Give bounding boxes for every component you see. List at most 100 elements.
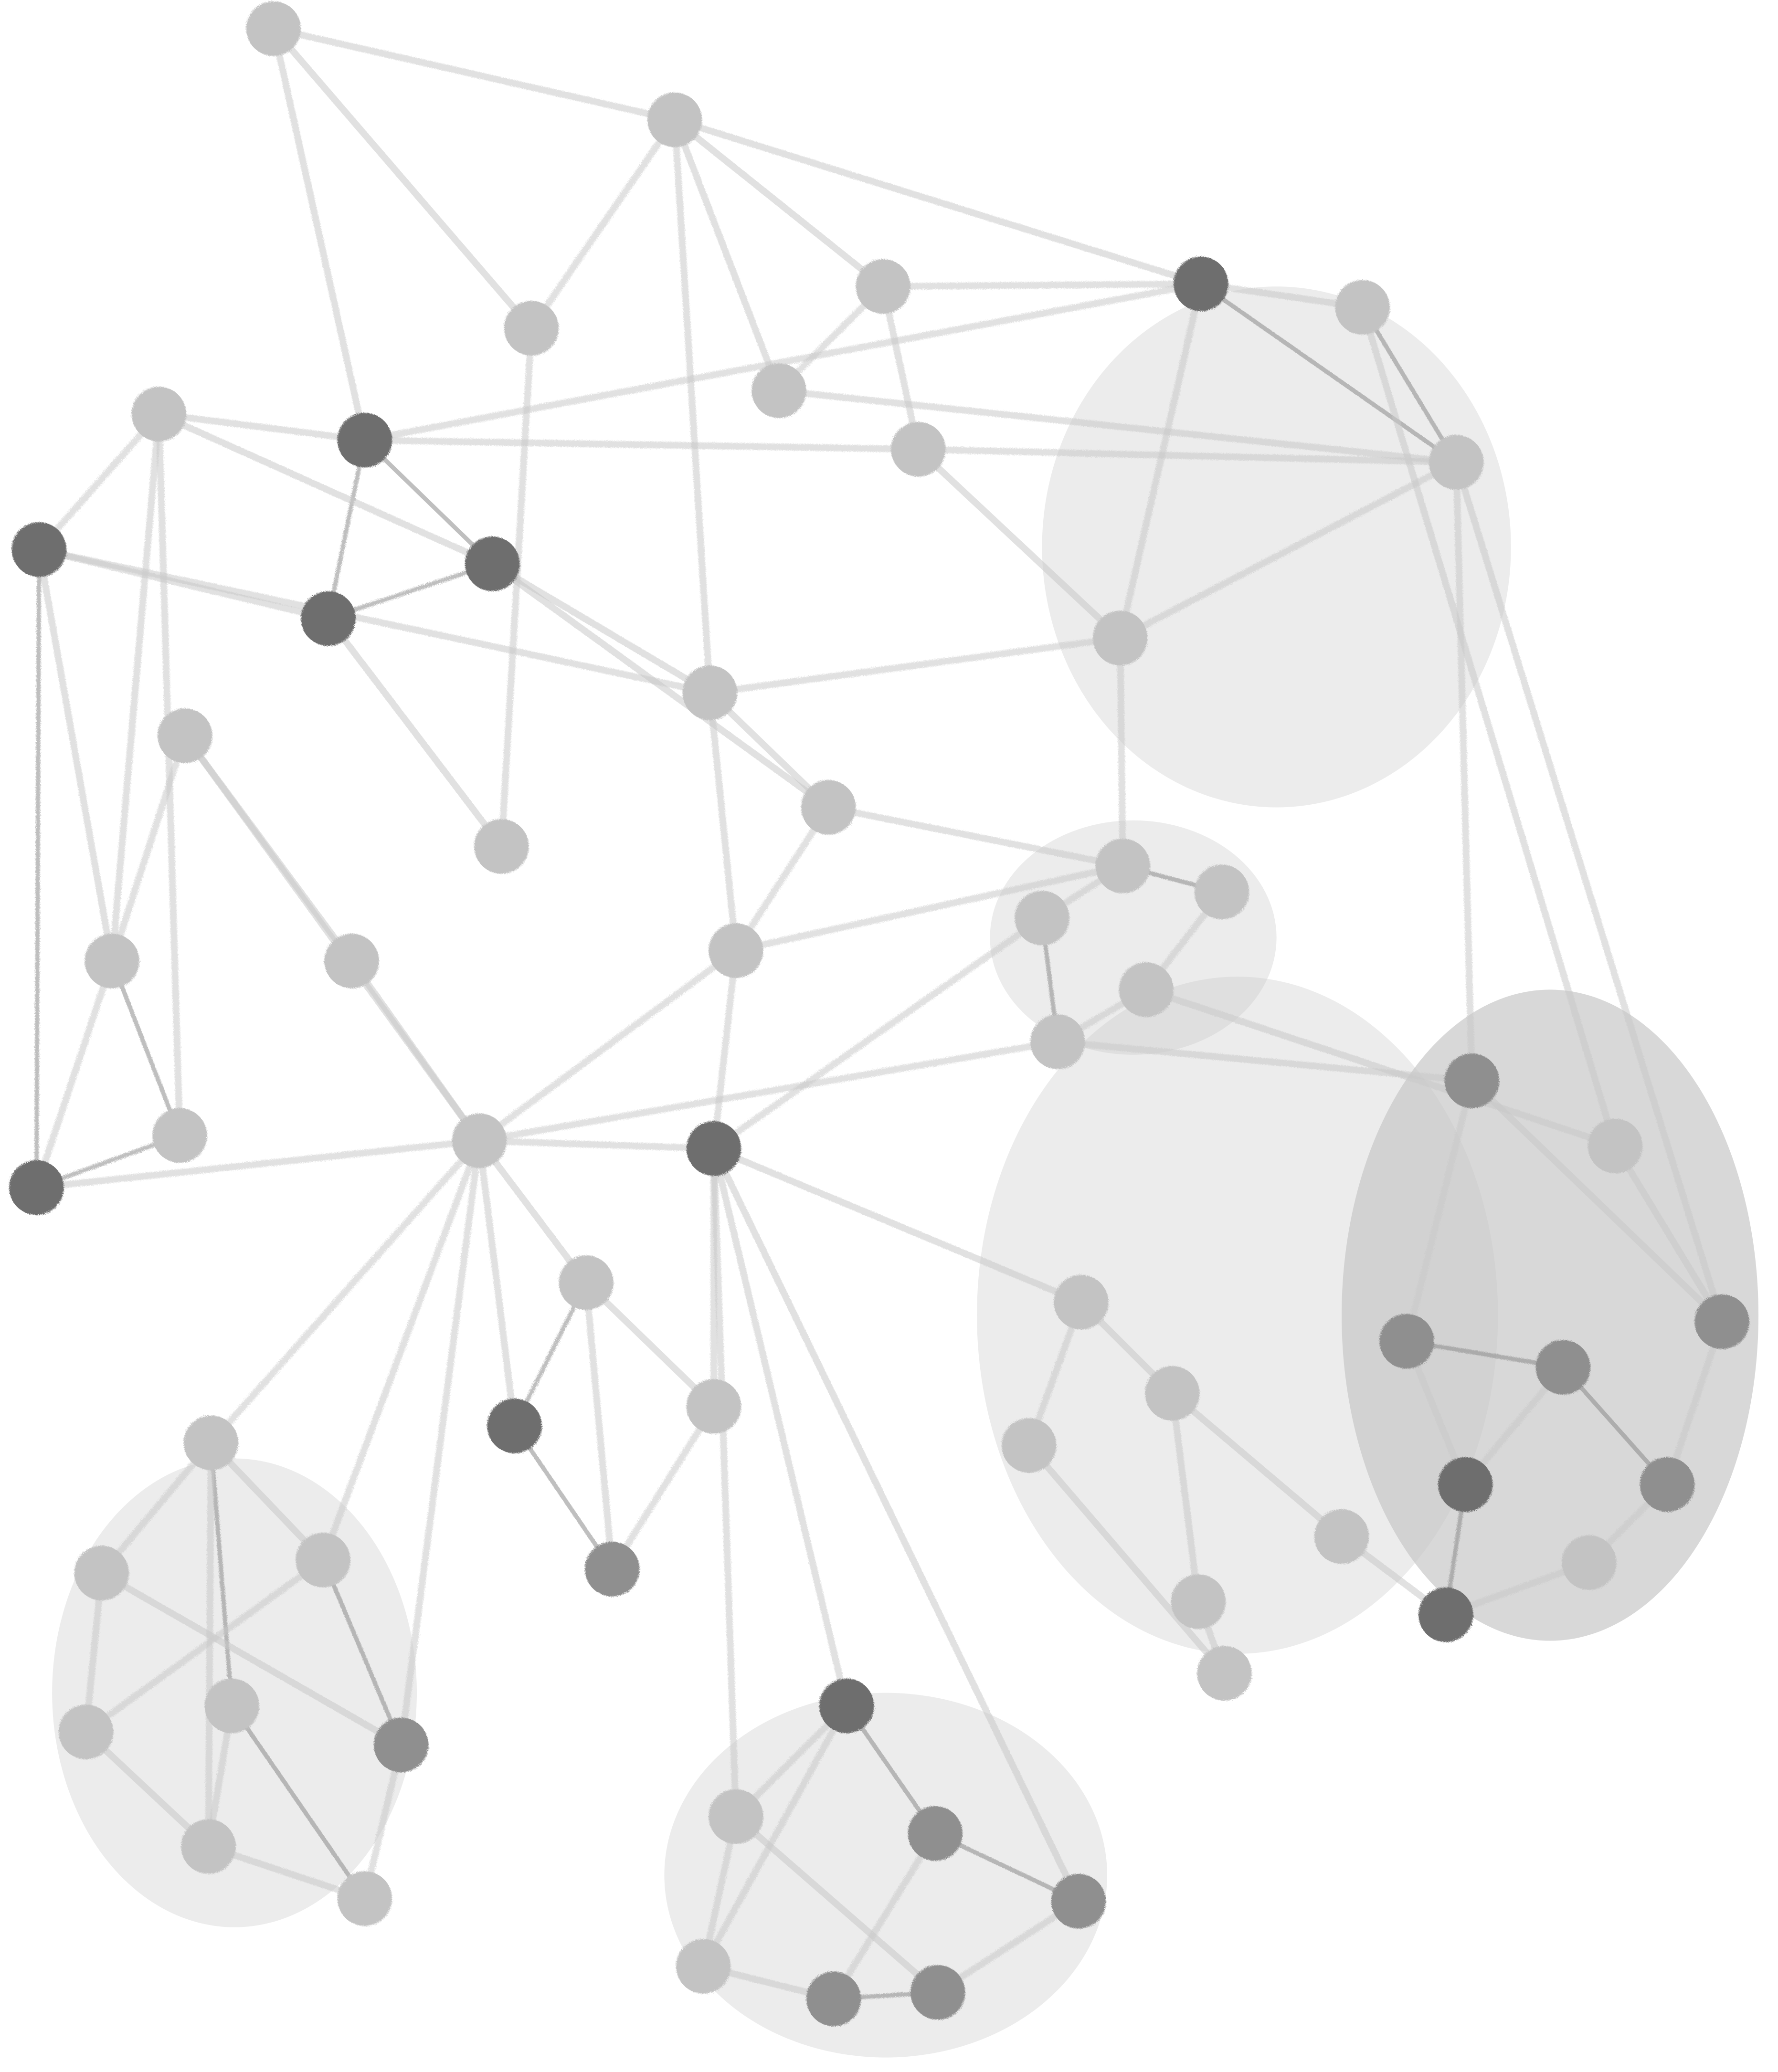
graph-edge-j-k: [155, 410, 368, 444]
graph-edge-v-w: [476, 947, 740, 1144]
graph-edge-aa-ad: [582, 1279, 616, 1573]
graph-node-af: [296, 1533, 350, 1588]
graph-edge-h-s: [915, 446, 1124, 642]
graph-node-m: [465, 536, 520, 591]
graph-edge-aa-ac: [582, 1279, 718, 1410]
graph-node-am: [819, 1678, 874, 1734]
graph-node-bj: [1001, 1418, 1057, 1473]
graph-edge-m-o: [489, 560, 713, 696]
graph-node-f: [1335, 280, 1390, 335]
graph-edge-k-e: [361, 280, 1205, 444]
graph-node-ah: [204, 1678, 259, 1734]
graph-node-bh: [1054, 1274, 1109, 1330]
graph-edge-l-o: [35, 546, 713, 696]
graph-node-ac: [686, 1379, 741, 1434]
graph-edge-bj-bl: [1026, 1442, 1228, 1677]
graph-edge-c-r: [498, 325, 535, 850]
graph-edge-w-aa: [476, 1137, 590, 1286]
graph-edge-k-m: [362, 438, 495, 566]
graph-edge-ab-ad: [512, 1423, 614, 1571]
graph-node-a: [246, 1, 301, 56]
node-layer: [9, 1, 1749, 2027]
graph-edge-x-bh: [710, 1145, 1085, 1306]
graph-edge-as-ap: [934, 1898, 1082, 1996]
graph-node-ab: [487, 1399, 542, 1453]
graph-node-bg: [1562, 1535, 1617, 1590]
graph-edge-ah-al: [230, 1704, 367, 1901]
graph-node-bc: [1535, 1340, 1591, 1395]
graph-edge-b-d: [671, 116, 887, 290]
graph-edge-bi-bm: [1169, 1390, 1345, 1540]
graph-node-q: [801, 780, 856, 835]
graph-edge-b-i: [671, 116, 783, 394]
graph-node-bf: [1418, 1587, 1473, 1642]
graph-node-ba: [1379, 1314, 1434, 1369]
graph-node-r: [474, 819, 529, 874]
graph-node-al: [337, 1871, 392, 1926]
graph-node-i: [751, 363, 806, 418]
graph-edge-b-o: [671, 116, 713, 696]
graph-edge-s-at: [1117, 634, 1126, 870]
graph-edge-w-ae: [207, 1137, 483, 1446]
graph-node-s: [1092, 610, 1148, 666]
graph-edge-d-h: [879, 283, 922, 453]
graph-edge-af-ai: [83, 1557, 327, 1735]
graph-edge-k-h: [361, 437, 922, 453]
graph-edge-f-g: [1360, 305, 1459, 465]
graph-edge-w-aj: [398, 1137, 483, 1748]
graph-node-aw: [1119, 962, 1174, 1017]
graph-edge-ae-ag: [98, 1439, 214, 1577]
graph-edge-g-ay: [1453, 459, 1475, 1084]
graph-node-aq: [676, 1939, 731, 1994]
graph-node-at: [1095, 838, 1151, 894]
graph-node-d: [856, 259, 911, 314]
graph-node-aa: [559, 1255, 614, 1310]
graph-node-bm: [1314, 1509, 1369, 1564]
graph-edge-k-n: [326, 438, 367, 621]
graph-node-ad: [584, 1542, 640, 1597]
graph-node-bl: [1197, 1646, 1252, 1701]
graph-edge-ag-aj: [98, 1569, 405, 1748]
graph-edge-w-ax: [476, 1038, 1061, 1144]
graph-node-ay: [1444, 1053, 1500, 1108]
graph-node-ap: [1051, 1873, 1106, 1929]
graph-edge-s-e: [1117, 280, 1205, 642]
graph-node-l: [11, 522, 67, 577]
edge-layer: [33, 25, 1725, 2002]
graph-edge-j-u: [108, 410, 162, 965]
graph-edge-w-ab: [476, 1137, 518, 1430]
cluster-haze-6: [1042, 286, 1511, 808]
graph-node-v: [709, 923, 763, 978]
graph-edge-h-g: [915, 446, 1460, 466]
graph-edge-ak-al: [205, 1843, 368, 1902]
graph-edge-aw-az: [1143, 986, 1619, 1149]
graph-node-j: [131, 387, 187, 442]
graph-node-z: [9, 1160, 64, 1215]
graph-edge-e-g: [1198, 282, 1459, 465]
cluster-haze-2: [977, 977, 1498, 1654]
graph-edge-q-at: [825, 804, 1126, 870]
graph-edge-bb-be: [1664, 1318, 1725, 1488]
graph-node-y: [152, 1108, 207, 1163]
graph-node-ae: [183, 1415, 239, 1471]
graph-node-aj: [373, 1717, 429, 1773]
graph-edge-i-g: [775, 387, 1460, 466]
graph-edge-q-v: [732, 804, 832, 954]
graph-node-an: [709, 1789, 763, 1844]
graph-node-ax: [1030, 1014, 1085, 1069]
graph-edge-ao-ar: [830, 1830, 939, 2002]
graph-edge-ac-ad: [609, 1403, 718, 1573]
graph-node-au: [1194, 864, 1249, 920]
graph-node-u: [85, 934, 139, 989]
graph-edge-l-z: [34, 547, 42, 1190]
graph-node-n: [301, 591, 356, 646]
graph-edge-o-v: [706, 689, 740, 954]
graph-node-az: [1588, 1118, 1643, 1174]
graph-edge-am-aq: [700, 1702, 850, 1970]
graph-node-as: [910, 1965, 965, 2020]
graph-node-av: [1015, 891, 1069, 946]
graph-node-ao: [908, 1806, 963, 1861]
graph-edge-o-s: [706, 634, 1124, 696]
graph-edge-m-n: [326, 561, 495, 621]
